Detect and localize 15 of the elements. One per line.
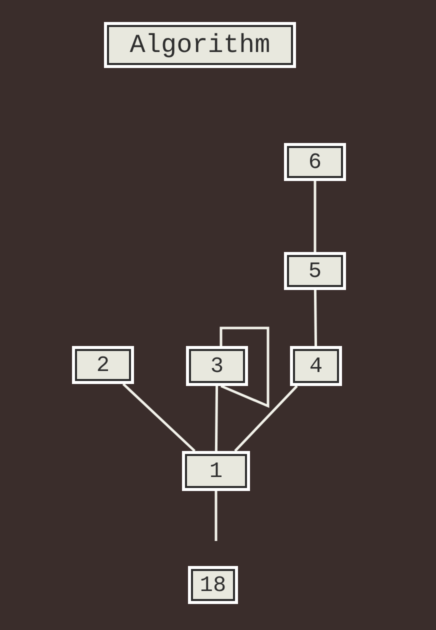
connector-line <box>314 181 316 252</box>
number-box: 18 <box>188 566 238 604</box>
number-box: 3 <box>186 346 248 386</box>
number-box: 5 <box>284 252 346 290</box>
connector-line <box>122 383 196 452</box>
connector-line <box>214 386 218 452</box>
connector-line <box>220 326 270 408</box>
number-box: 1 <box>182 451 250 491</box>
title-box: Algorithm <box>104 22 296 68</box>
connector-line <box>214 491 218 541</box>
number-box: 4 <box>290 346 342 386</box>
number-box: 2 <box>72 346 134 384</box>
connector-line <box>314 290 318 346</box>
number-box: 6 <box>284 143 346 181</box>
connector-line <box>234 385 298 452</box>
